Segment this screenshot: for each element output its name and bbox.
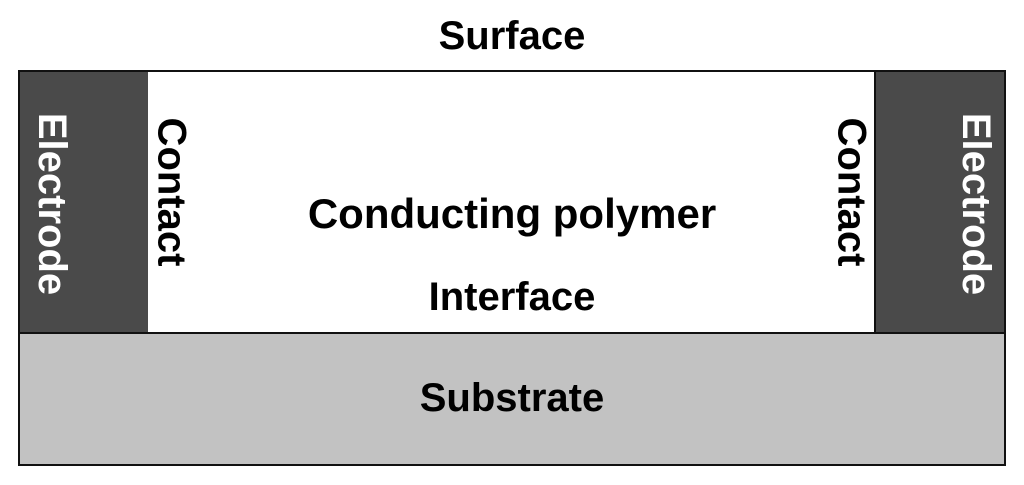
substrate-label: Substrate: [419, 376, 605, 420]
surface-label: Surface: [438, 14, 586, 58]
polymer-label: Conducting polymer: [307, 190, 717, 237]
device-structure: Electrode Contact Contact Electrode Cond…: [18, 70, 1006, 466]
right-electrode: [874, 70, 1006, 334]
left-electrode-label: Electrode: [30, 112, 75, 296]
substrate-layer: [18, 332, 1006, 466]
conducting-polymer-layer: [148, 70, 876, 334]
interface-label: Interface: [428, 275, 596, 319]
right-electrode-label: Electrode: [954, 112, 999, 296]
left-electrode: [18, 70, 150, 334]
